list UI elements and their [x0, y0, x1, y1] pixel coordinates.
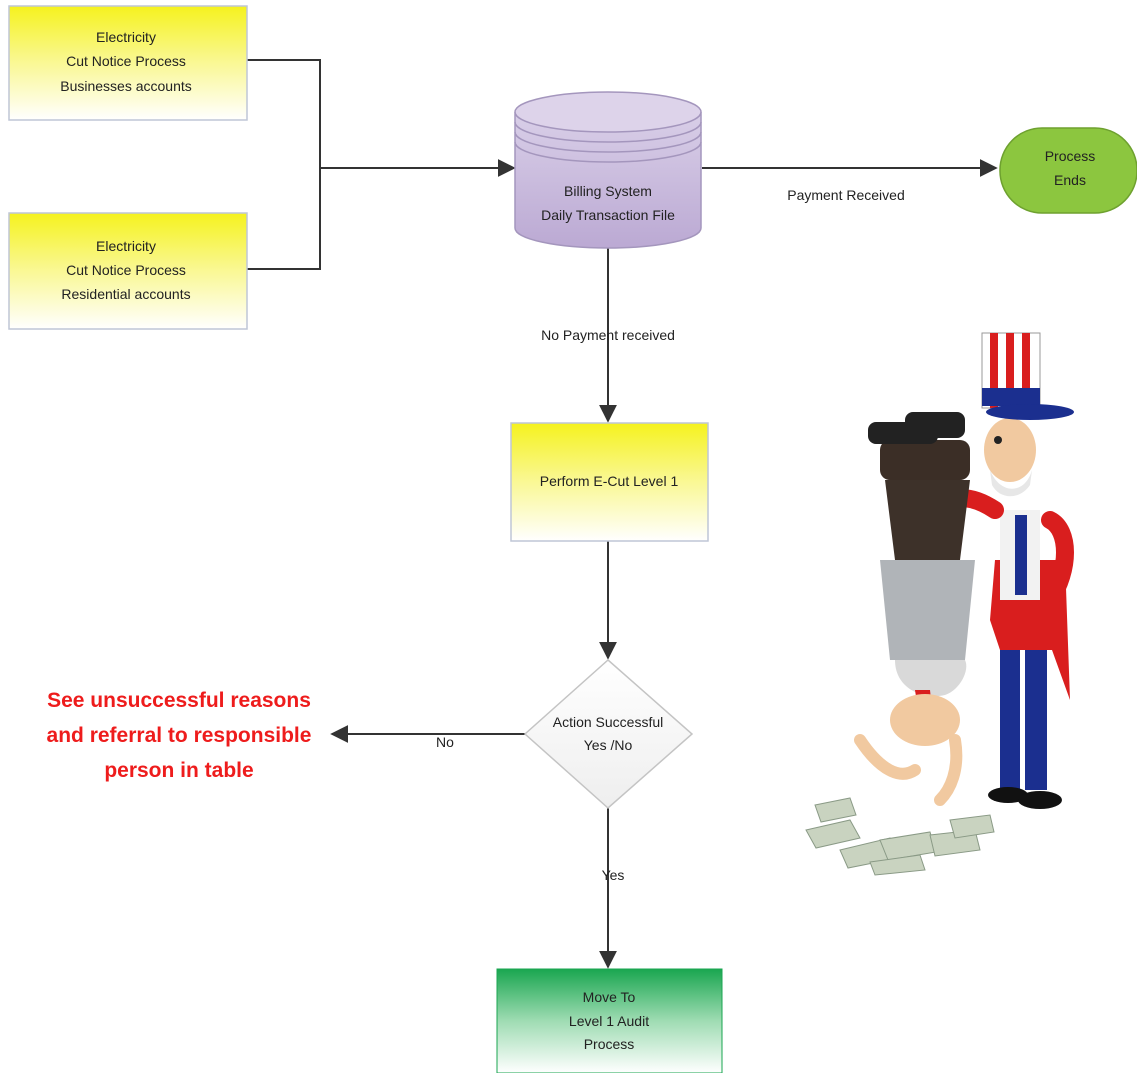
edge-label-no-payment: No Payment received [541, 327, 675, 343]
node-business-line-1: Electricity [96, 29, 156, 45]
node-process-ends-line-2: Ends [1054, 172, 1086, 188]
edge-business-to-join [247, 59, 321, 168]
node-audit-line-2: Level 1 Audit [569, 1013, 649, 1029]
node-residential-line-3: Residential accounts [61, 286, 190, 302]
node-level-1-audit: Move To Level 1 Audit Process [496, 968, 723, 1073]
node-ecut-line-1: Perform E-Cut Level 1 [540, 473, 679, 489]
node-residential-line-2: Cut Notice Process [66, 262, 186, 278]
note-unsuccessful-reasons: See unsuccessful reasons and referral to… [47, 689, 312, 782]
node-billing-line-2: Daily Transaction File [541, 207, 675, 223]
edge-label-no: No [436, 734, 454, 750]
node-billing-line-1: Billing System [564, 183, 652, 199]
node-residential-line-1: Electricity [96, 238, 156, 254]
uncle-sam-shaking-money-icon [805, 332, 1074, 876]
node-billing-system: Billing System Daily Transaction File [514, 91, 702, 249]
note-line-3: person in table [104, 759, 253, 782]
connectors [247, 59, 998, 969]
node-process-ends-line-1: Process [1045, 148, 1096, 164]
edge-label-payment-received: Payment Received [787, 187, 905, 203]
note-line-2: and referral to responsible [47, 724, 312, 747]
note-line-1: See unsuccessful reasons [47, 689, 311, 712]
edge-label-yes: Yes [602, 867, 625, 883]
node-decision-line-2: Yes /No [584, 737, 633, 753]
node-process-ends: Process Ends [999, 127, 1137, 214]
node-business-line-2: Cut Notice Process [66, 53, 186, 69]
node-business-accounts: Electricity Cut Notice Process Businesse… [8, 5, 248, 121]
node-business-line-3: Businesses accounts [60, 78, 192, 94]
node-audit-line-1: Move To [583, 989, 636, 1005]
node-ecut-level-1: Perform E-Cut Level 1 [510, 422, 709, 542]
node-residential-accounts: Electricity Cut Notice Process Residenti… [8, 212, 248, 330]
node-decision: Action Successful Yes /No [523, 658, 694, 810]
node-decision-line-1: Action Successful [553, 714, 664, 730]
edge-residential-to-join [247, 168, 321, 270]
node-audit-line-3: Process [584, 1036, 635, 1052]
